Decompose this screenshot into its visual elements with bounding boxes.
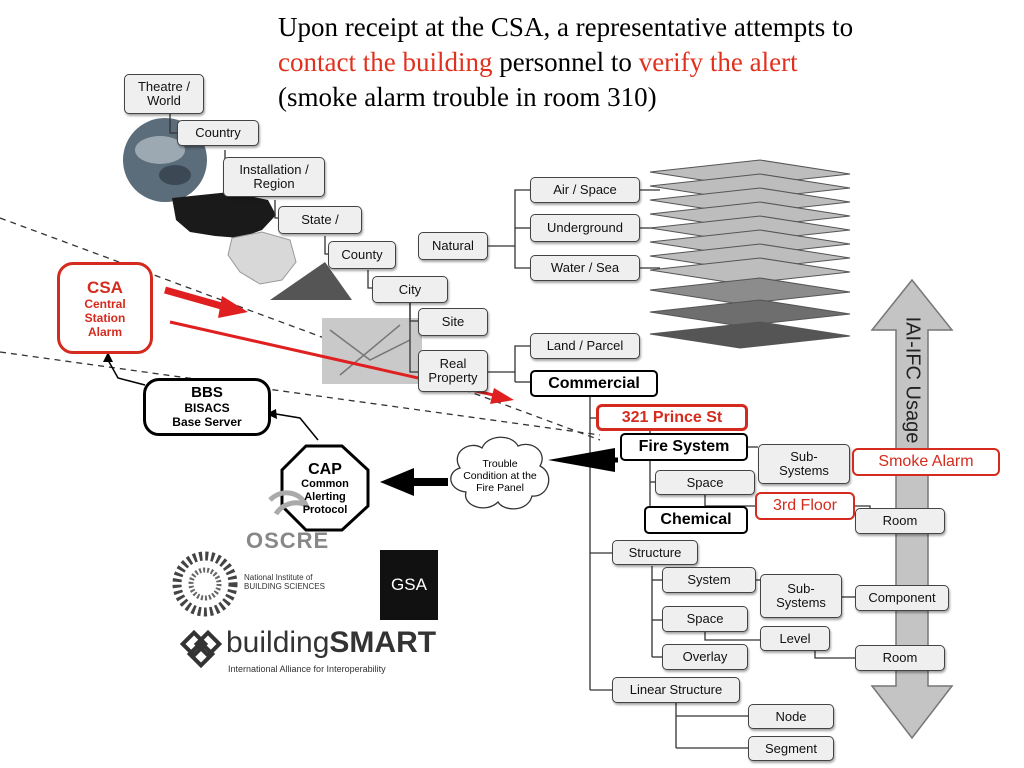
cap-badge: CAP Common Alerting Protocol bbox=[282, 448, 368, 530]
dashed-line-upper bbox=[0, 217, 601, 441]
arrow-bbs-to-csa bbox=[107, 359, 146, 386]
layer-stack-image bbox=[649, 159, 851, 349]
box-chemical: Chemical bbox=[644, 506, 748, 534]
nibs-line1: National Institute of bbox=[244, 573, 313, 582]
box-country: Country bbox=[177, 120, 259, 146]
trouble-condition-text: Trouble Condition at the Fire Panel bbox=[463, 458, 537, 494]
caption-highlight-contact: contact the building bbox=[278, 47, 493, 77]
caption-part3: (smoke alarm trouble in room 310) bbox=[278, 82, 657, 112]
buildingsmart-logo-icon bbox=[179, 629, 223, 669]
box-county: County bbox=[328, 241, 396, 269]
box-structure: Structure bbox=[612, 540, 698, 565]
red-arrow-short bbox=[164, 286, 226, 311]
cap-title: CAP bbox=[308, 461, 342, 478]
bbs-line1: BISACS bbox=[184, 401, 230, 415]
buildingsmart-building: building bbox=[226, 626, 330, 659]
box-space-structure: Space bbox=[662, 606, 748, 632]
box-installation-region: Installation / Region bbox=[223, 157, 325, 197]
box-node: Node bbox=[748, 704, 834, 729]
box-overlay: Overlay bbox=[662, 644, 748, 670]
box-site: Site bbox=[418, 308, 488, 336]
box-segment: Segment bbox=[748, 736, 834, 761]
oscre-logo-text: OSCRE bbox=[246, 528, 330, 553]
box-level: Level bbox=[760, 626, 830, 651]
oscre-logo-icon bbox=[268, 490, 312, 516]
csa-title: CSA bbox=[87, 277, 123, 297]
box-air-space: Air / Space bbox=[530, 177, 640, 203]
box-structure-sub-systems: Sub-Systems bbox=[760, 574, 842, 618]
buildingsmart-tagline: International Alliance for Interoperabil… bbox=[228, 664, 386, 674]
box-space-building: Space bbox=[655, 470, 755, 495]
bbs-line2: Base Server bbox=[172, 415, 242, 429]
box-real-property: Real Property bbox=[418, 350, 488, 392]
state-map-image bbox=[227, 231, 297, 285]
cap-octagon-shape bbox=[280, 444, 370, 532]
box-linear-structure: Linear Structure bbox=[612, 677, 740, 703]
box-room-building: Room bbox=[855, 508, 945, 534]
black-arrow-from-fire bbox=[548, 448, 615, 472]
county-map-image bbox=[270, 262, 352, 300]
dashed-line-lower bbox=[0, 351, 601, 436]
csa-line1: Central bbox=[84, 296, 126, 311]
box-land-parcel: Land / Parcel bbox=[530, 333, 640, 359]
trouble-cloud-shape bbox=[450, 436, 550, 510]
caption-text: Upon receipt at the CSA, a representativ… bbox=[278, 10, 1018, 115]
box-city: City bbox=[372, 276, 448, 303]
bbs-title: BBS bbox=[191, 384, 223, 401]
caption-part1: Upon receipt at the CSA, a representativ… bbox=[278, 12, 854, 42]
csa-badge: CSA Central Station Alarm bbox=[57, 262, 153, 354]
nibs-logo-text: National Institute of BUILDING SCIENCES bbox=[244, 573, 325, 591]
box-commercial: Commercial bbox=[530, 370, 658, 397]
csa-line2: Station bbox=[84, 310, 126, 325]
box-underground: Underground bbox=[530, 214, 640, 242]
buildingsmart-smart: SMART bbox=[329, 626, 437, 659]
buildingsmart-logo-text: buildingSMART bbox=[226, 626, 436, 660]
box-room-structure: Room bbox=[855, 645, 945, 671]
arrow-cap-to-bbs bbox=[275, 413, 319, 441]
box-smoke-alarm: Smoke Alarm bbox=[852, 448, 1000, 476]
cap-line1: Common bbox=[301, 478, 349, 490]
iai-ifc-usage-label: IAI-IFC Usage bbox=[901, 316, 924, 444]
caption-part2: personnel to bbox=[492, 47, 639, 77]
cap-line3: Protocol bbox=[302, 504, 348, 516]
box-component: Component bbox=[855, 585, 949, 611]
nibs-line2: BUILDING SCIENCES bbox=[244, 582, 325, 591]
box-natural: Natural bbox=[418, 232, 488, 260]
box-fire-system: Fire System bbox=[620, 433, 748, 461]
bbs-badge: BBS BISACS Base Server bbox=[143, 378, 271, 436]
box-address: 321 Prince St bbox=[596, 404, 748, 431]
box-3rd-floor: 3rd Floor bbox=[755, 492, 855, 520]
box-fire-sub-systems: Sub-Systems bbox=[758, 444, 850, 484]
box-system: System bbox=[662, 567, 756, 593]
box-water-sea: Water / Sea bbox=[530, 255, 640, 281]
gsa-logo: GSA bbox=[380, 550, 438, 620]
cap-line2: Alerting bbox=[304, 491, 346, 503]
box-theatre-world: Theatre / World bbox=[124, 74, 204, 114]
nibs-logo-icon bbox=[172, 551, 238, 617]
box-state: State / bbox=[278, 206, 362, 234]
usa-map-image bbox=[172, 192, 276, 238]
city-map-image bbox=[322, 318, 422, 384]
csa-line3: Alarm bbox=[87, 324, 122, 339]
caption-highlight-verify: verify the alert bbox=[638, 47, 798, 77]
